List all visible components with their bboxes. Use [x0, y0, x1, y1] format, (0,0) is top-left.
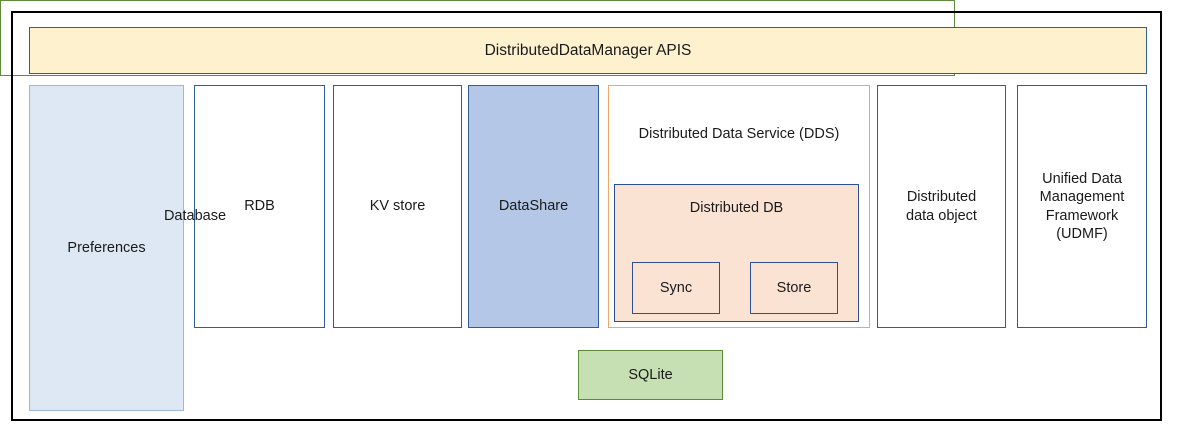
rdb-block: RDB: [194, 85, 325, 328]
distributed-data-service-label: Distributed Data Service (DDS): [638, 125, 840, 142]
udmf-block: Unified Data Management Framework (UDMF): [1017, 85, 1147, 328]
kv-store-block: KV store: [333, 85, 462, 328]
database-label: Database: [163, 207, 227, 224]
sqlite-block: SQLite: [578, 350, 723, 400]
sync-block: Sync: [632, 262, 720, 314]
distributed-data-object-block: Distributed data object: [877, 85, 1006, 328]
distributed-db-label: Distributed DB: [689, 200, 784, 216]
preferences-block: Preferences: [29, 85, 184, 411]
datashare-block: DataShare: [468, 85, 599, 328]
store-block: Store: [750, 262, 838, 314]
diagram-outer-frame: [11, 11, 1162, 421]
distributeddatamanager-apis-banner: DistributedDataManager APIS: [29, 27, 1147, 74]
